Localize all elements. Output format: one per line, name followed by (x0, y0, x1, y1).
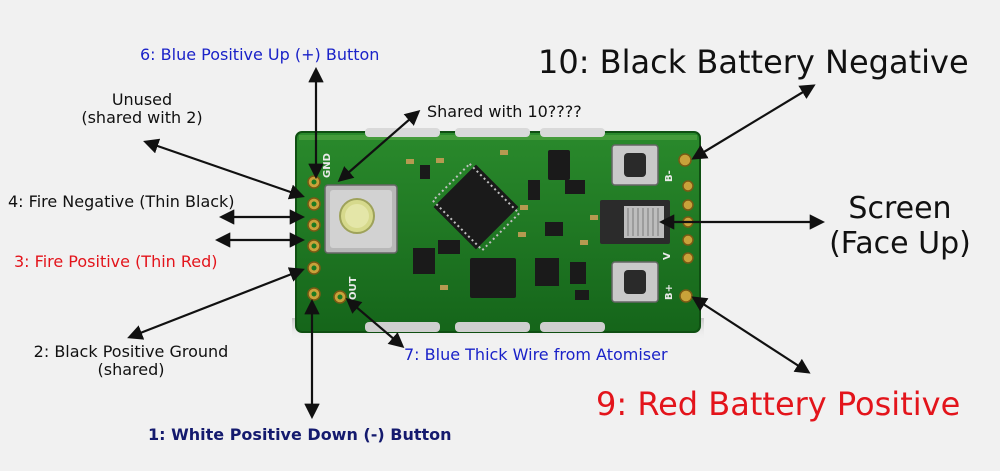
arrow-shared-with-10 (337, 109, 421, 183)
smd-components (413, 150, 589, 300)
label-screen-line2: (Face Up) (829, 225, 971, 261)
label-screen-line1: Screen (848, 191, 952, 226)
silkscreen-gnd: GND (322, 153, 333, 178)
right-solder-pads (678, 153, 694, 303)
label-black-positive-ground-line1: 2: Black Positive Ground (33, 342, 229, 361)
label-fire-negative: 4: Fire Negative (Thin Black) (8, 192, 235, 211)
label-blue-thick-wire: 7: Blue Thick Wire from Atomiser (404, 345, 668, 364)
label-fire-positive: 3: Fire Positive (Thin Red) (14, 252, 218, 271)
label-black-positive-ground-line2: (shared) (97, 360, 165, 380)
screen-connector (600, 200, 670, 244)
silkscreen-b-plus: B+ (664, 284, 675, 300)
arrow-black-positive-ground (127, 267, 305, 340)
tactile-switch (324, 184, 398, 254)
main-chip (431, 162, 521, 252)
label-white-down-button: 1: White Positive Down (-) Button (148, 425, 452, 444)
arrow-red-battery-positive (691, 296, 811, 374)
arrow-blue-thick-wire (345, 298, 405, 348)
label-unused-line2: (shared with 2) (81, 108, 203, 128)
label-blue-up-button: 6: Blue Positive Up (+) Button (140, 45, 380, 64)
silkscreen-v: V (662, 252, 673, 260)
arrow-black-battery-negative (691, 84, 816, 160)
silkscreen-b-minus: B- (664, 170, 675, 182)
label-red-battery-positive: 9: Red Battery Positive (596, 385, 961, 423)
arrow-unused (143, 138, 305, 200)
label-unused: Unused (shared with 2) (52, 90, 232, 128)
silkscreen-out: OUT (348, 276, 359, 300)
label-shared-with-10: Shared with 10???? (427, 102, 582, 121)
label-screen: Screen (Face Up) (800, 191, 1000, 261)
right-tactile-buttons (611, 144, 659, 303)
label-black-positive-ground: 2: Black Positive Ground (shared) (6, 342, 256, 380)
label-black-battery-negative: 10: Black Battery Negative (538, 43, 969, 81)
label-unused-line1: Unused (111, 90, 173, 109)
